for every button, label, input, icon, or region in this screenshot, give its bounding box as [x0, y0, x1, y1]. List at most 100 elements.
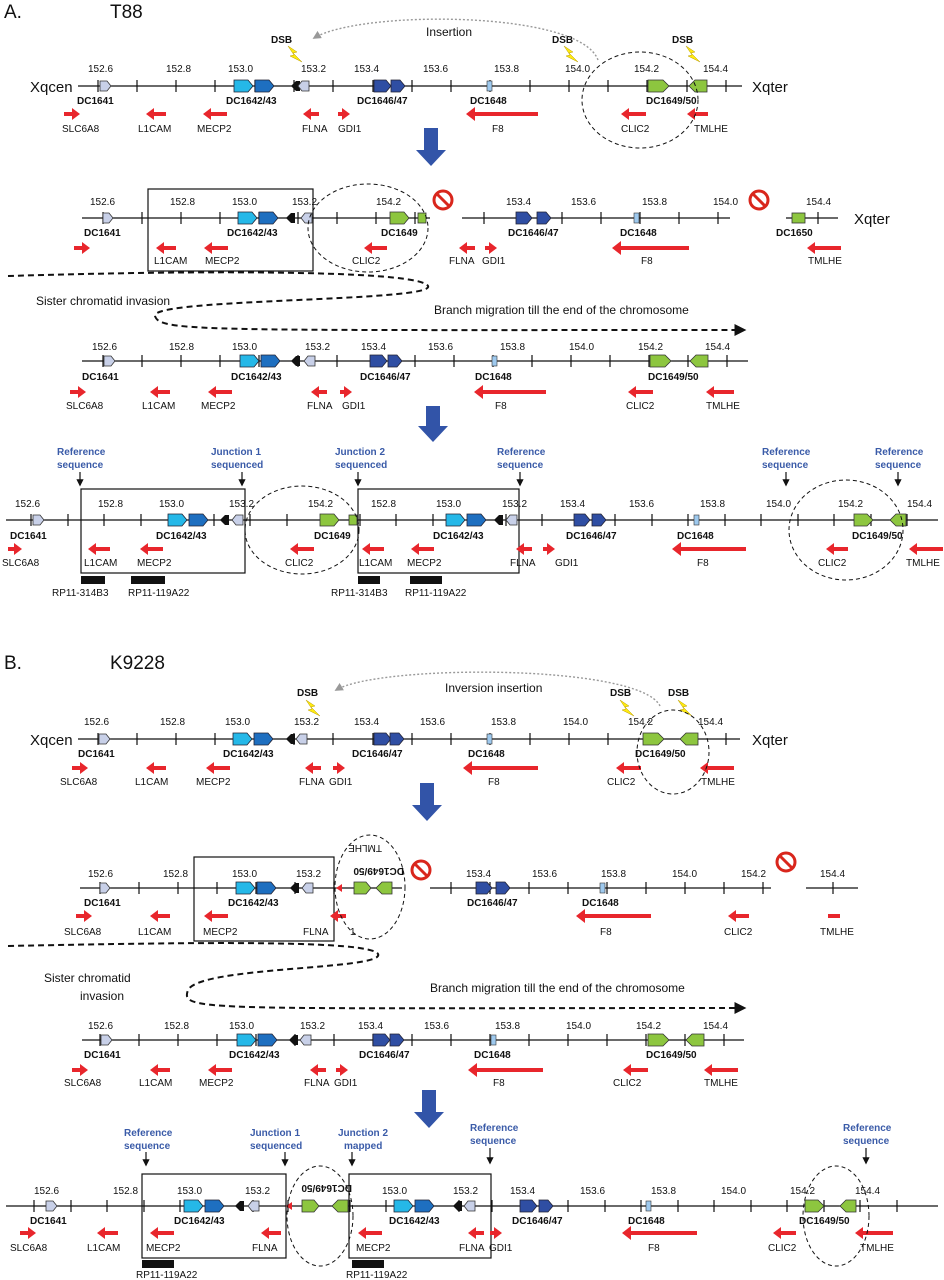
- dsb-label: DSB: [672, 35, 693, 46]
- dc-label: DC1642/43: [229, 1050, 280, 1061]
- gene-label: GDI1: [555, 558, 579, 569]
- xqter-label: Xqter: [752, 79, 788, 96]
- gene-label: CLIC2: [285, 558, 314, 569]
- no-symbol-icon: [748, 189, 770, 211]
- tick: 152.6: [34, 1186, 59, 1197]
- gene-label: CLIC2: [621, 124, 650, 135]
- bac-label: RP11-119A22: [405, 588, 467, 599]
- gene-label: TMLHE: [808, 256, 842, 267]
- gene-label: MECP2: [197, 124, 232, 135]
- gene-label: L1CAM: [139, 1078, 172, 1089]
- tick: 153.4: [354, 717, 379, 728]
- gene-label: CLIC2: [724, 927, 753, 938]
- inversion-insertion-label: Inversion insertion: [445, 681, 542, 695]
- dc-label: DC1646/47: [467, 898, 518, 909]
- a-row2-chromosome: 152.6 152.8 153.0 153.2 154.2 153.4 153.…: [7, 183, 890, 337]
- dc-label: DC1646/47: [359, 1050, 410, 1061]
- tick: 153.8: [495, 1021, 520, 1032]
- gene-label: SLC6A8: [64, 1078, 102, 1089]
- reference-sequence-label: sequence: [875, 460, 922, 471]
- dc-label-inverted: DC1649/50: [353, 865, 404, 876]
- dsb-label: DSB: [271, 35, 292, 46]
- no-symbol-icon: [775, 851, 797, 873]
- gene-label: MECP2: [137, 558, 172, 569]
- tick: 153.0: [382, 1186, 407, 1197]
- reference-sequence-label: Reference: [124, 1128, 173, 1139]
- gene-label: FLNA: [303, 927, 329, 938]
- gene-label: MECP2: [356, 1243, 391, 1254]
- tick: 154.4: [855, 1186, 880, 1197]
- tick: 153.4: [510, 1186, 535, 1197]
- a-row3-chromosome: 152.6 152.8 153.0 153.2 153.4 153.6 153.…: [66, 342, 748, 412]
- junction2-label: sequenced: [335, 460, 387, 471]
- xqcen-label: Xqcen: [30, 79, 73, 96]
- reference-sequence-label: Reference: [57, 447, 106, 458]
- junction1-label: Junction 1: [211, 447, 261, 458]
- panel-b-letter: B.: [4, 653, 22, 674]
- tick: 153.2: [300, 1021, 325, 1032]
- gene-label: F8: [641, 256, 653, 267]
- tick: 154.4: [703, 64, 728, 75]
- dc-label: DC1646/47: [360, 372, 411, 383]
- panel-a-letter: A.: [4, 2, 22, 23]
- sister-invasion-label-line2: invasion: [80, 989, 124, 1003]
- tick: 154.2: [741, 869, 766, 880]
- gene-label: F8: [492, 124, 504, 135]
- tick: 152.8: [98, 499, 123, 510]
- tick: 154.4: [705, 342, 730, 353]
- gene-label: L1CAM: [142, 401, 175, 412]
- tick: 152.6: [84, 717, 109, 728]
- gene-label: L1CAM: [138, 124, 171, 135]
- dc-label: DC1648: [677, 531, 714, 542]
- dc-label: DC1646/47: [508, 228, 559, 239]
- tick: 154.2: [838, 499, 863, 510]
- tick: 152.6: [90, 197, 115, 208]
- junction1-label: Junction 1: [250, 1128, 300, 1139]
- branch-migration-label: Branch migration till the end of the chr…: [434, 303, 689, 317]
- reference-sequence-label: Reference: [470, 1123, 519, 1134]
- tick: 153.2: [294, 717, 319, 728]
- gene-label: CLIC2: [352, 256, 381, 267]
- reference-sequence-label: Reference: [843, 1123, 892, 1134]
- tick: 153.2: [301, 64, 326, 75]
- dc-label: DC1641: [77, 96, 114, 107]
- gene-label: MECP2: [205, 256, 240, 267]
- tick: 154.2: [634, 64, 659, 75]
- gene-label: MECP2: [199, 1078, 234, 1089]
- gene-label: MECP2: [407, 558, 442, 569]
- tick: 153.6: [571, 197, 596, 208]
- tick: 153.2: [229, 499, 254, 510]
- gene-label: FLNA: [302, 124, 328, 135]
- tick: 153.4: [560, 499, 585, 510]
- dsb-label: DSB: [668, 688, 689, 699]
- tick: 152.6: [88, 64, 113, 75]
- gene-label: GDI1: [329, 777, 353, 788]
- tick: 153.4: [506, 197, 531, 208]
- gene-label: F8: [648, 1243, 660, 1254]
- tick: 152.8: [164, 1021, 189, 1032]
- tick: 153.8: [651, 1186, 676, 1197]
- gene-label: FLNA: [299, 777, 325, 788]
- tick: 153.8: [494, 64, 519, 75]
- dc-label: DC1646/47: [512, 1216, 563, 1227]
- tick: 153.2: [305, 342, 330, 353]
- dc-label: DC1642/43: [228, 898, 279, 909]
- gene-label: F8: [488, 777, 500, 788]
- tick: 154.2: [636, 1021, 661, 1032]
- dc-label: DC1648: [475, 372, 512, 383]
- gene-label: L1CAM: [359, 558, 392, 569]
- tick: 154.0: [565, 64, 590, 75]
- tick: 153.6: [580, 1186, 605, 1197]
- gene-label: MECP2: [196, 777, 231, 788]
- tick: 153.0: [159, 499, 184, 510]
- dc-label: DC1641: [82, 372, 119, 383]
- junction2-label: Junction 2: [335, 447, 385, 458]
- tick: 154.0: [672, 869, 697, 880]
- tick: 154.2: [638, 342, 663, 353]
- tick: 153.0: [232, 197, 257, 208]
- dc-label: DC1641: [84, 898, 121, 909]
- tick: 153.6: [532, 869, 557, 880]
- gene-label: GDI1: [489, 1243, 513, 1254]
- dc-label: DC1642/43: [174, 1216, 225, 1227]
- tick: 154.4: [806, 197, 831, 208]
